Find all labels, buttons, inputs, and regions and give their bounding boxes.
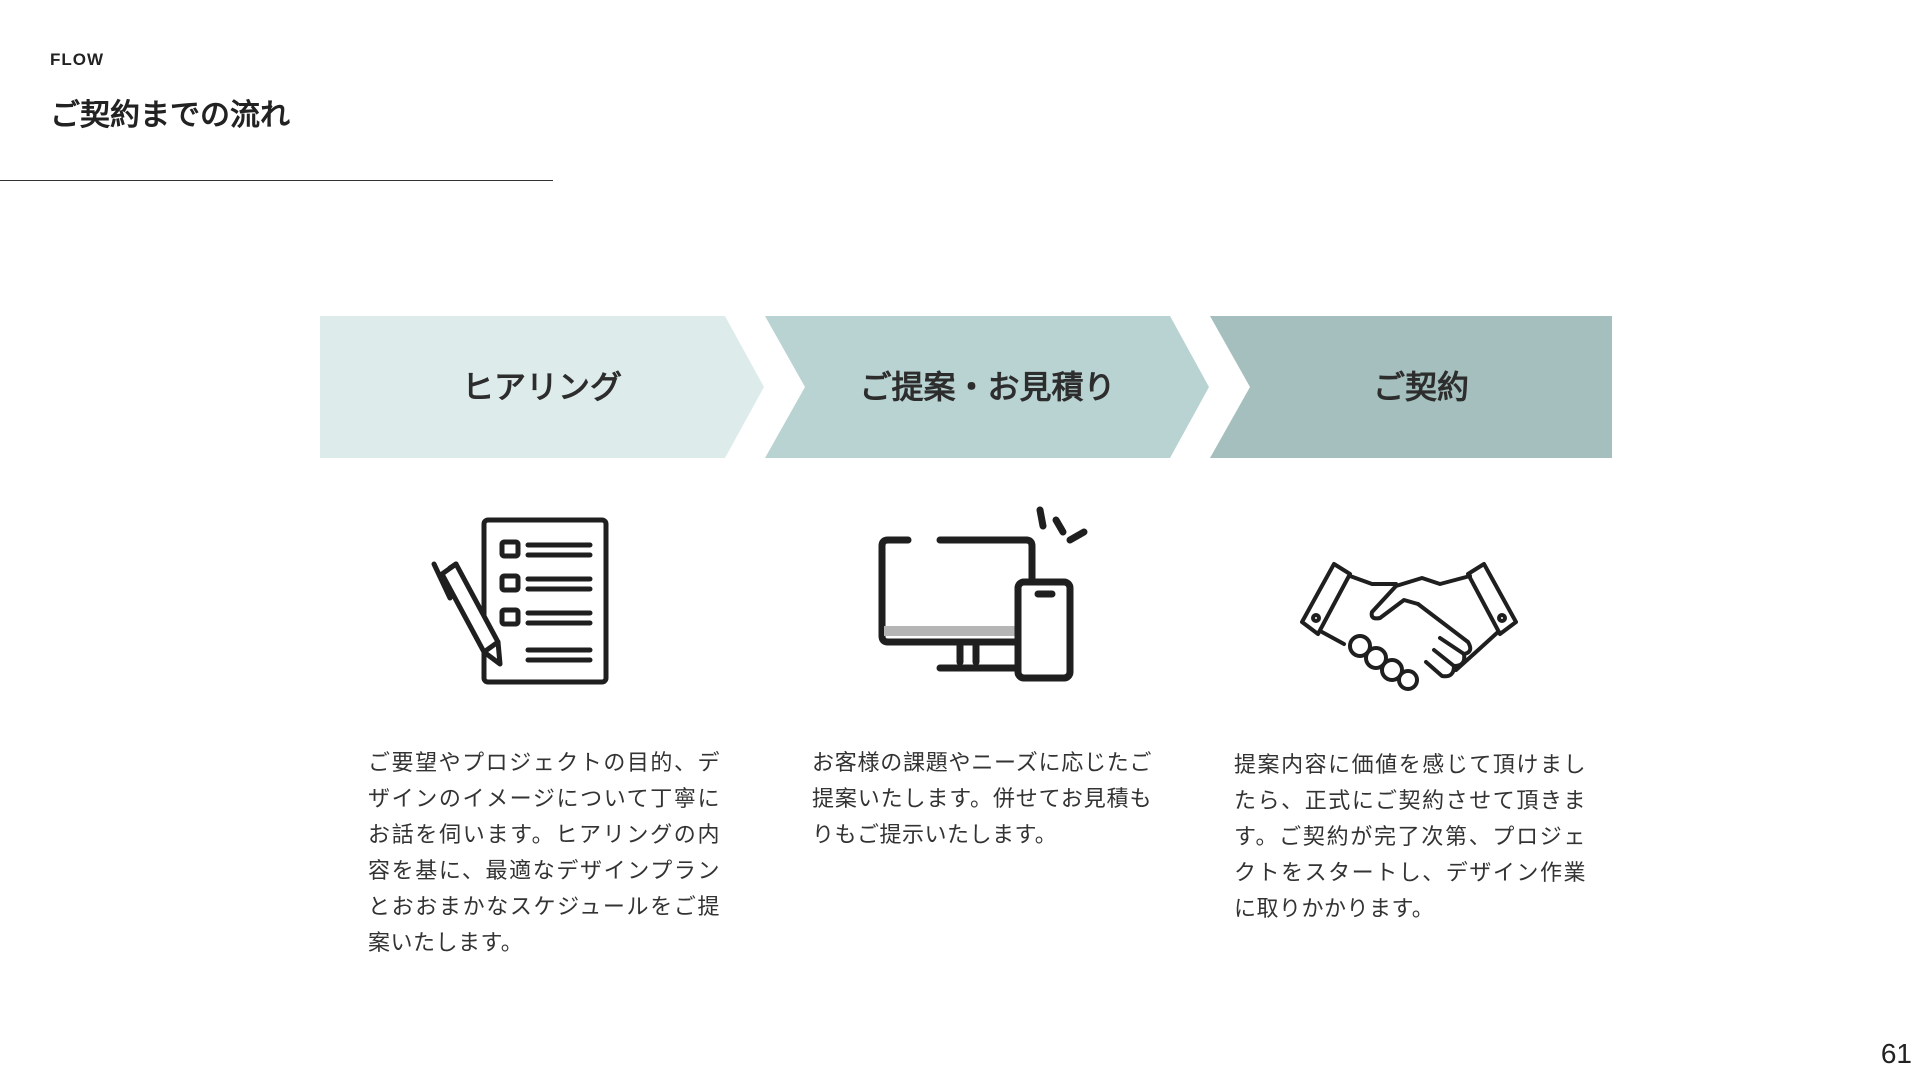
section-eyebrow: FLOW xyxy=(50,50,105,69)
step-1-label: ヒアリング xyxy=(461,368,622,406)
handshake-icon xyxy=(1300,560,1518,692)
page-number: 61 xyxy=(1880,1038,1912,1069)
step-1-description: ご要望やプロジェクトの目的、デザインのイメージについて丁寧にお話を伺います。ヒア… xyxy=(368,751,720,956)
monitor-and-phone-icon xyxy=(876,502,1096,684)
process-flow: ヒアリング ご提案・お見積り ご契約 xyxy=(320,316,1612,458)
step-2-description: お客様の課題やニーズに応じたご提案いたします。併せてお見積もりもご提示いたします… xyxy=(812,751,1152,848)
step-3-arrow xyxy=(1210,316,1612,458)
step-3-label: ご契約 xyxy=(1372,368,1469,406)
page-title: ご契約までの流れ xyxy=(50,98,290,133)
title-divider xyxy=(0,180,553,181)
step-2-arrow xyxy=(765,316,1209,458)
checklist-with-pen-icon xyxy=(430,512,620,688)
flow-arrows xyxy=(320,316,1612,458)
step-1-arrow xyxy=(320,316,764,458)
step-2-label: ご提案・お見積り xyxy=(859,368,1116,406)
step-3-description: 提案内容に価値を感じて頂けましたら、正式にご契約させて頂きます。ご契約が完了次第… xyxy=(1234,753,1586,922)
